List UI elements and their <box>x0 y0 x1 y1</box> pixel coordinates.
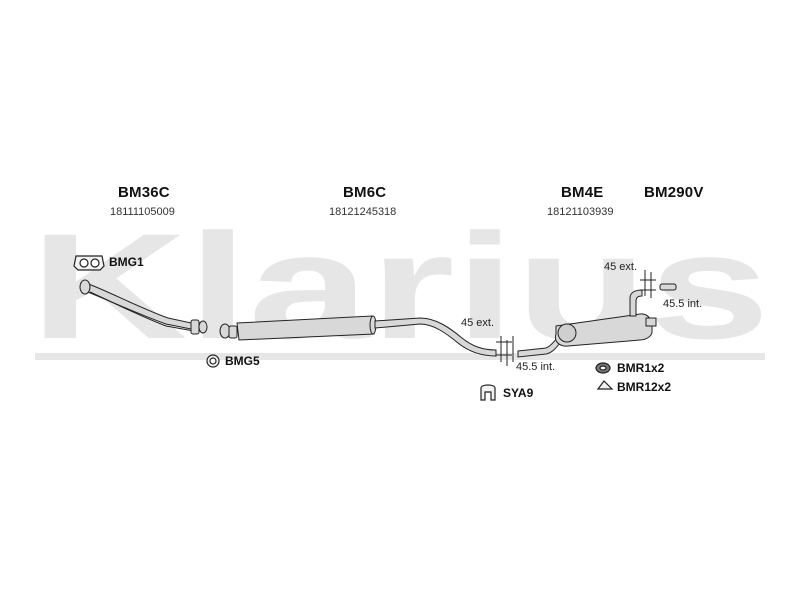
joint-ext-rear: 45 ext. <box>604 261 638 273</box>
part-code-bm4e: BM4E <box>561 184 604 201</box>
part-code-bm6c: BM6C <box>343 184 387 201</box>
part-code-bm36c: BM36C <box>118 184 170 201</box>
part-number-bm4e: 18121103939 <box>547 206 614 218</box>
rear-silencer-bm4e <box>517 289 657 358</box>
part-number-bm36c: 18111105009 <box>110 206 175 218</box>
front-pipe-bm36c <box>79 279 208 335</box>
rubber-mount-icon <box>480 384 496 401</box>
bracket-icon <box>596 380 614 390</box>
fitting-label-bmr12: BMR12x2 <box>617 380 672 394</box>
fitting-label-bmg1: BMG1 <box>109 255 144 269</box>
fitting-label-bmg5: BMG5 <box>225 354 260 368</box>
joint-marker-mid <box>496 336 514 366</box>
joint-marker-rear <box>640 270 677 298</box>
watermark-logo: Klarius <box>30 202 770 370</box>
joint-ext-mid: 45 ext. <box>461 317 495 329</box>
joint-int-rear: 45.5 int. <box>663 298 703 310</box>
watermark-underline <box>35 353 765 360</box>
fitting-label-sya9: SYA9 <box>503 386 534 400</box>
joint-int-mid: 45.5 int. <box>516 361 556 373</box>
part-number-bm6c: 18121245318 <box>329 206 397 218</box>
fitting-label-bmr1: BMR1x2 <box>617 361 665 375</box>
rubber-ring-icon <box>595 362 611 374</box>
ring-gasket-icon <box>206 354 220 368</box>
gasket-icon <box>73 255 105 271</box>
middle-silencer-bm6c <box>219 315 497 357</box>
part-code-bm290v: BM290V <box>644 184 704 201</box>
